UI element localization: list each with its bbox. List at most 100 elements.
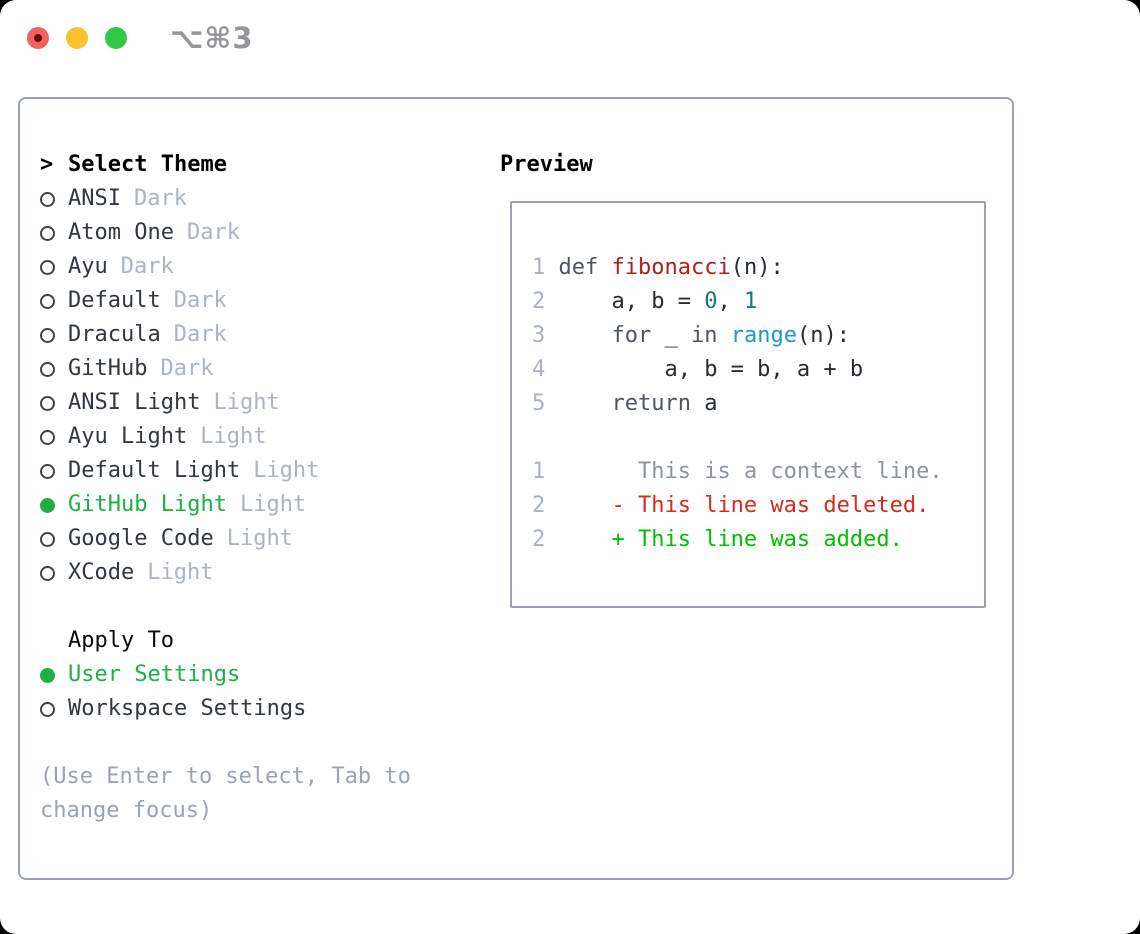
radio-unselected-icon [40,259,55,275]
theme-option-google-code-light[interactable]: Google Code Light [40,522,411,556]
option-label: GitHub [68,356,148,381]
line-number: 2 [532,289,559,314]
code-segment-keyword: return [611,391,705,416]
variant-badge: Dark [173,322,227,347]
code-segment-plain: a [704,391,718,416]
theme-option-default-dark[interactable]: Default Dark [40,284,411,318]
radio-unselected-icon [40,225,55,241]
code-line: 1 This is a context line. [532,455,984,489]
zoom-button-icon[interactable] [105,27,127,49]
option-label: ANSI Light [68,390,201,415]
code-line [532,421,984,455]
prompt-caret-icon: > [40,152,54,177]
option-label: Google Code [68,526,214,551]
radio-selected-icon [40,497,55,513]
option-label: Ayu [68,254,108,279]
variant-badge: Dark [120,254,174,279]
variant-badge: Light [253,458,320,483]
variant-badge: Dark [173,288,227,313]
code-line: 2 a, b = 0, 1 [532,285,984,319]
apply-option-user-settings[interactable]: User Settings [40,658,411,692]
hint-line-2: change focus) [40,798,213,823]
theme-option-github-light-light[interactable]: GitHub Light Light [40,488,411,522]
line-number: 1 [532,459,559,484]
line-number: 4 [532,357,559,382]
variant-badge: Light [226,526,293,551]
apply-to-header: Apply To [40,624,411,658]
hint-line-1: (Use Enter to select, Tab to [40,764,411,789]
variant-badge: Dark [133,186,187,211]
option-label: Default [68,288,161,313]
radio-unselected-icon [40,429,55,445]
line-number: 2 [532,493,559,518]
code-line: 2 + This line was added. [532,523,984,557]
code-segment-added: + This line was added. [558,527,903,552]
code-segment-plain: _ [664,323,691,348]
code-segment-function: fibonacci [611,255,731,280]
select-theme-header: > Select Theme [40,148,411,182]
line-number: 5 [532,391,559,416]
variant-badge: Light [213,390,280,415]
radio-unselected-icon [40,395,55,411]
hint-text: (Use Enter to select, Tab to change focu… [40,760,411,828]
option-label: XCode [68,560,135,585]
option-label: User Settings [68,662,241,687]
code-line: 2 - This line was deleted. [532,489,984,523]
radio-unselected-icon [40,361,55,377]
code-segment-plain [559,391,612,416]
variant-badge: Light [239,492,307,517]
line-number: 3 [532,323,559,348]
theme-option-default-light-light[interactable]: Default Light Light [40,454,411,488]
variant-badge: Light [200,424,267,449]
theme-option-github-dark[interactable]: GitHub Dark [40,352,411,386]
radio-unselected-icon [40,293,55,309]
line-number: 2 [532,527,559,552]
code-segment-deleted: - This line was deleted. [558,493,930,518]
theme-option-ansi-light-light[interactable]: ANSI Light Light [40,386,411,420]
close-button-icon[interactable] [27,27,49,49]
code-line: 1 def fibonacci(n): [532,251,984,285]
code-segment-number: 1 [743,289,758,314]
code-segment-context: This is a context line. [558,459,943,484]
apply-to-title: Apply To [68,628,174,653]
code-segment-plain: a, b = [558,289,705,314]
code-segment-plain [559,323,612,348]
code-segment-plain: (n): [796,323,850,348]
option-label: ANSI [68,186,121,211]
option-label: Ayu Light [68,424,188,449]
code-segment-keyword: in [690,323,731,348]
option-label: Default Light [68,458,241,483]
line-number [532,425,559,450]
select-theme-title: Select Theme [68,152,227,177]
code-segment-number: 0 [704,289,718,314]
variant-badge: Dark [160,356,214,381]
minimize-button-icon[interactable] [66,27,88,49]
code-segment-plain: (n): [730,255,784,280]
code-segment-plain: , [717,289,744,314]
theme-option-ansi-dark[interactable]: ANSI Dark [40,182,411,216]
titlebar: ⌥⌘3 [27,21,254,55]
radio-unselected-icon [40,531,55,547]
apply-option-workspace-settings[interactable]: Workspace Settings [40,692,411,726]
line-number: 1 [532,255,559,280]
radio-unselected-icon [40,701,55,717]
theme-option-ayu-light-light[interactable]: Ayu Light Light [40,420,411,454]
code-segment-builtin: range [730,323,797,348]
radio-unselected-icon [40,463,55,479]
variant-badge: Dark [186,220,240,245]
radio-unselected-icon [40,191,55,207]
theme-option-ayu-dark[interactable]: Ayu Dark [40,250,411,284]
option-label: GitHub Light [68,492,227,517]
code-segment-keyword: def [558,255,612,280]
option-label: Workspace Settings [68,696,307,721]
code-line: 3 for _ in range(n): [532,319,984,353]
radio-unselected-icon [40,327,55,343]
